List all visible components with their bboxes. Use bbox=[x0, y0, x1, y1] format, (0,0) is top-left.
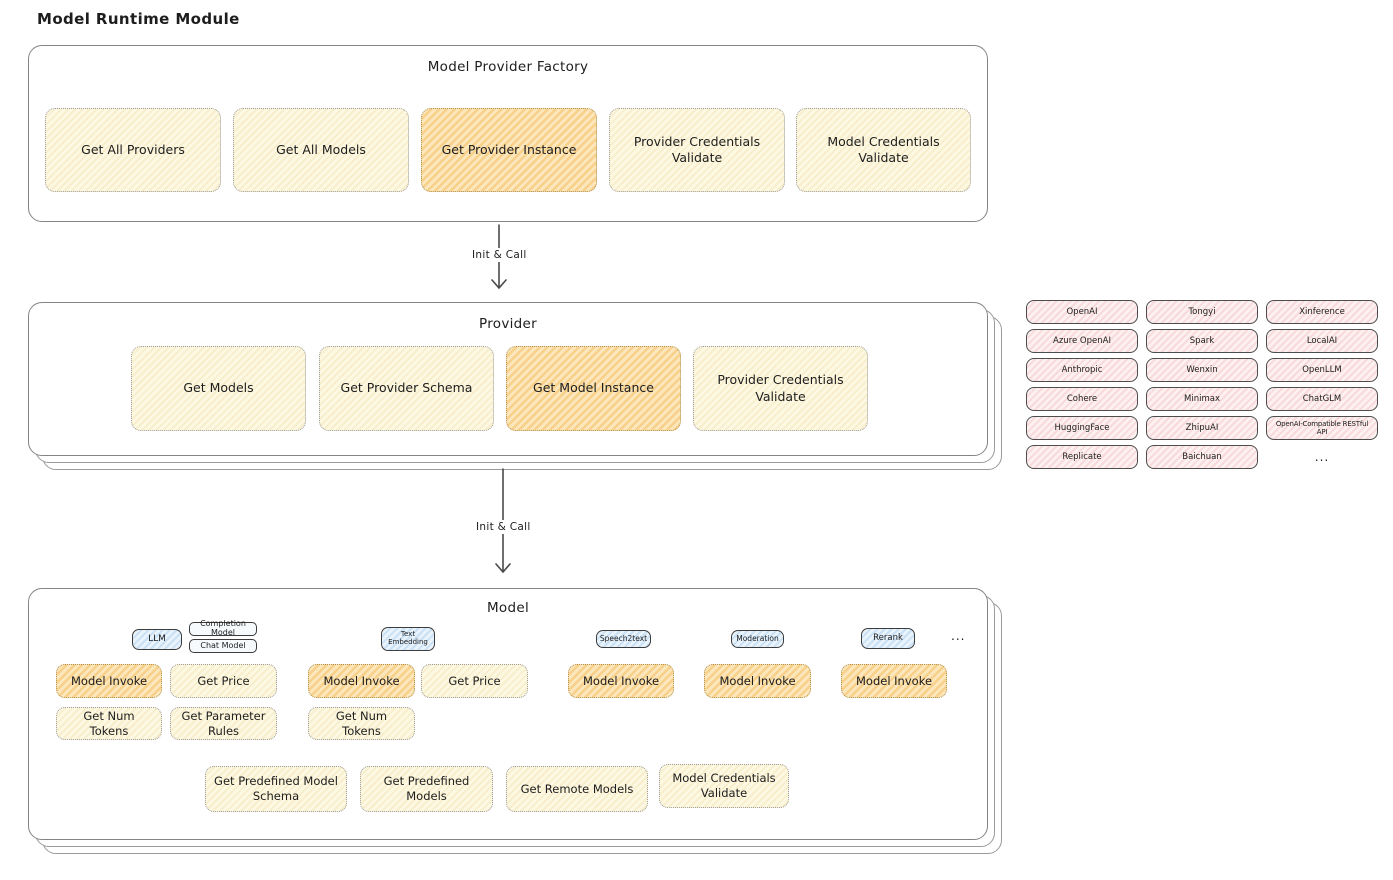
page-title: Model Runtime Module bbox=[37, 10, 240, 28]
provider-pill-openai-compatible: OpenAI-Compatible RESTful API bbox=[1266, 416, 1378, 440]
provider-credentials-validate-node: Provider Credentials Validate bbox=[693, 346, 868, 431]
provider-pill-baichuan: Baichuan bbox=[1146, 445, 1258, 469]
provider-pill-chatglm: ChatGLM bbox=[1266, 387, 1378, 411]
rerank-model-invoke-node: Model Invoke bbox=[841, 664, 947, 698]
factory-get-provider-instance-node: Get Provider Instance bbox=[421, 108, 597, 192]
model-credentials-validate-node: Model Credentials Validate bbox=[659, 764, 789, 808]
factory-box: Model Provider Factory Get All Providers… bbox=[28, 45, 988, 222]
provider-list-more-ellipsis: ... bbox=[1314, 450, 1330, 464]
llm-get-parameter-rules-node: Get Parameter Rules bbox=[170, 707, 277, 740]
factory-model-credentials-validate-node: Model Credentials Validate bbox=[796, 108, 971, 192]
provider-pill-minimax: Minimax bbox=[1146, 387, 1258, 411]
speech2text-model-invoke-node: Model Invoke bbox=[568, 664, 674, 698]
moderation-model-invoke-node: Model Invoke bbox=[704, 664, 811, 698]
init-call-label-2: Init & Call bbox=[471, 520, 536, 534]
provider-box-title: Provider bbox=[479, 316, 537, 332]
init-call-label-1: Init & Call bbox=[467, 248, 532, 262]
llm-get-num-tokens-node: Get Num Tokens bbox=[56, 707, 162, 740]
chip-text-embedding: Text Embedding bbox=[381, 627, 435, 651]
factory-box-title: Model Provider Factory bbox=[427, 59, 589, 75]
chips-more-ellipsis: ... bbox=[951, 629, 966, 643]
provider-pill-replicate: Replicate bbox=[1026, 445, 1138, 469]
provider-pill-zhipuai: ZhipuAI bbox=[1146, 416, 1258, 440]
chip-completion-model: Completion Model bbox=[189, 619, 257, 637]
factory-get-all-providers-node: Get All Providers bbox=[45, 108, 221, 192]
provider-pill-tongyi: Tongyi bbox=[1146, 300, 1258, 324]
embedding-get-price-node: Get Price bbox=[421, 664, 528, 698]
provider-pill-huggingface: HuggingFace bbox=[1026, 416, 1138, 440]
factory-provider-credentials-validate-node: Provider Credentials Validate bbox=[609, 108, 785, 192]
embedding-get-num-tokens-node: Get Num Tokens bbox=[308, 707, 415, 740]
get-remote-models-node: Get Remote Models bbox=[506, 766, 648, 812]
provider-pill-openai: OpenAI bbox=[1026, 300, 1138, 324]
llm-model-invoke-node: Model Invoke bbox=[56, 664, 162, 698]
chip-rerank: Rerank bbox=[861, 628, 915, 649]
provider-pill-anthropic: Anthropic bbox=[1026, 358, 1138, 382]
chip-moderation: Moderation bbox=[731, 630, 784, 648]
model-box: Model LLM Completion Model Chat Model Te… bbox=[28, 588, 988, 840]
model-box-title: Model bbox=[486, 600, 530, 616]
provider-get-provider-schema-node: Get Provider Schema bbox=[319, 346, 494, 431]
chip-speech2text: Speech2text bbox=[596, 630, 651, 648]
provider-pill-xinference: Xinference bbox=[1266, 300, 1378, 324]
provider-box: Provider Get Models Get Provider Schema … bbox=[28, 302, 988, 456]
chip-chat-model: Chat Model bbox=[189, 639, 257, 653]
factory-get-all-models-node: Get All Models bbox=[233, 108, 409, 192]
provider-pill-azure-openai: Azure OpenAI bbox=[1026, 329, 1138, 353]
provider-list: OpenAI Tongyi Xinference Azure OpenAI Sp… bbox=[1026, 300, 1378, 469]
llm-get-price-node: Get Price bbox=[170, 664, 277, 698]
provider-pill-localai: LocalAI bbox=[1266, 329, 1378, 353]
get-predefined-models-node: Get Predefined Models bbox=[360, 766, 493, 812]
embedding-model-invoke-node: Model Invoke bbox=[308, 664, 415, 698]
get-predefined-model-schema-node: Get Predefined Model Schema bbox=[205, 766, 347, 812]
provider-pill-cohere: Cohere bbox=[1026, 387, 1138, 411]
provider-pill-openllm: OpenLLM bbox=[1266, 358, 1378, 382]
provider-get-model-instance-node: Get Model Instance bbox=[506, 346, 681, 431]
provider-pill-wenxin: Wenxin bbox=[1146, 358, 1258, 382]
provider-pill-spark: Spark bbox=[1146, 329, 1258, 353]
chip-llm: LLM bbox=[132, 629, 182, 650]
provider-get-models-node: Get Models bbox=[131, 346, 306, 431]
